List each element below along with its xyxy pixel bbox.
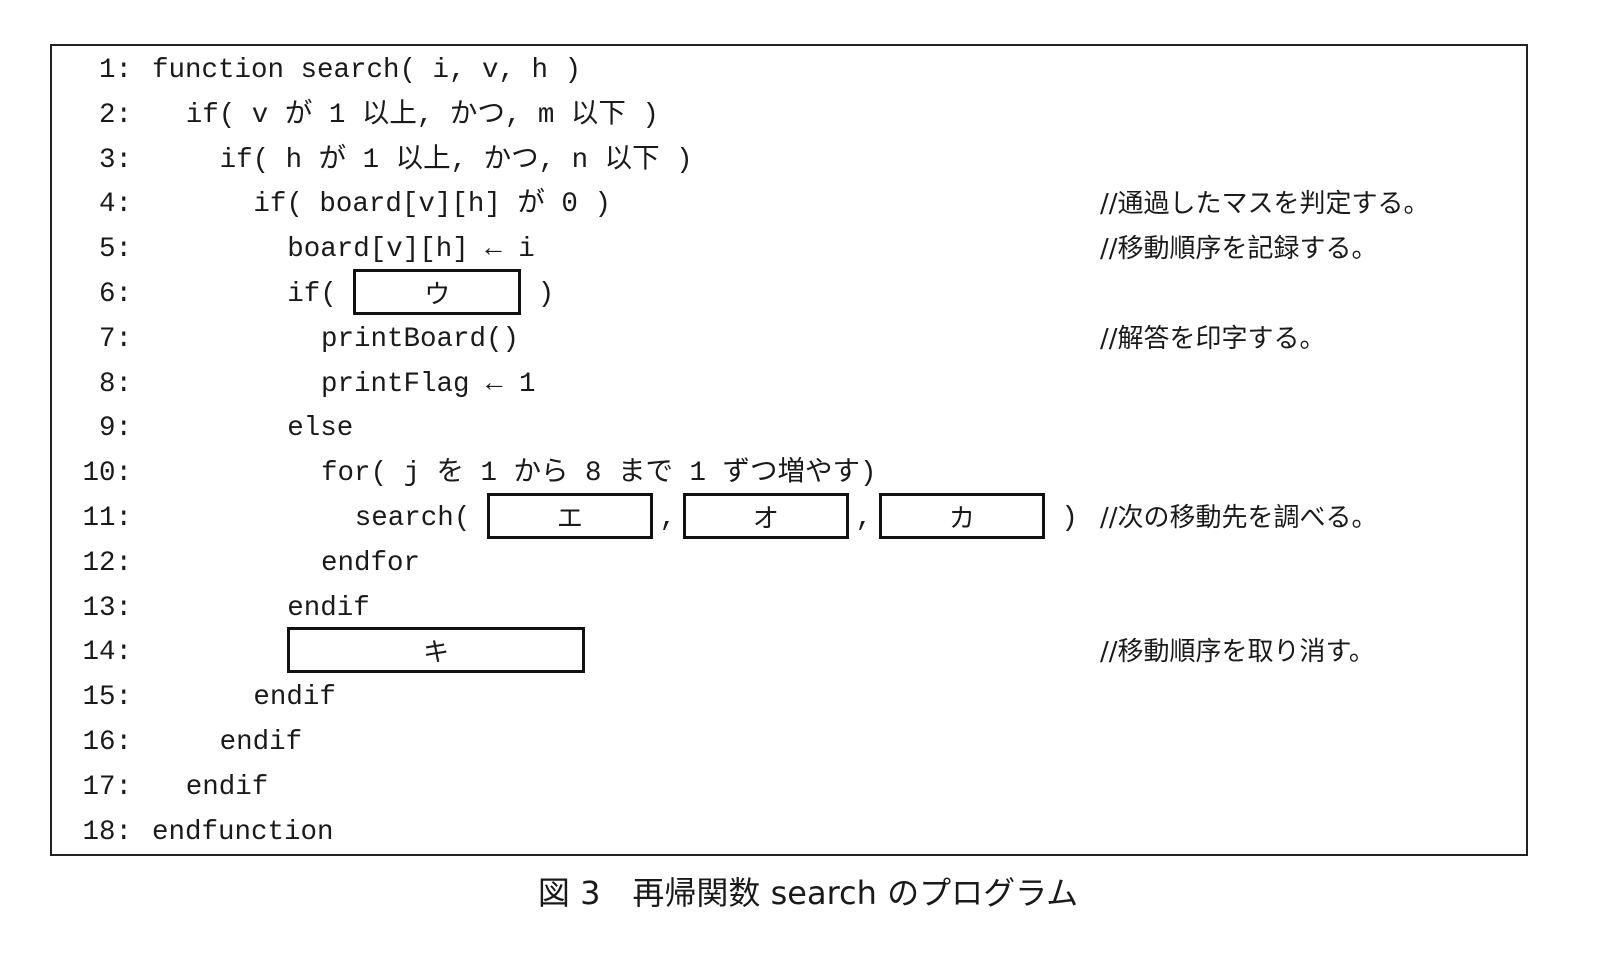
code-segment: printFlag ← 1 [321,368,536,400]
code-text: endfor [321,541,420,586]
code-segment: endif [253,682,336,714]
code-segment: endfor [321,547,421,579]
separator: , [659,503,677,534]
line-number: 15: [82,682,132,714]
code-text: キ [287,627,586,675]
code-segment: else [287,413,354,445]
code-text: for( j を 1 から 8 まで 1 ずつ増やす) [321,451,877,496]
code-segment: board[v][h] ← i [287,234,535,266]
code-segment: ) [521,279,555,310]
code-text: board[v][h] ← i [287,227,535,272]
answer-blank: ウ [353,268,522,315]
figure-caption: 図 3 再帰関数 search のプログラム [537,874,1079,912]
code-segment: printBoard() [321,323,520,355]
line-number: 4: [98,189,132,221]
code-text: function search( i, v, h ) [152,48,581,93]
line-number: 10: [82,458,132,490]
line-number: 16: [82,727,132,758]
line-number: 14: [82,637,132,669]
line-number: 17: [82,771,132,803]
line-number: 18: [82,816,132,848]
line-number: 8: [98,368,132,400]
line-number: 9: [98,413,132,445]
code-text: endif [253,675,336,720]
program-listing-box [50,44,1528,856]
answer-blank: オ [682,492,849,539]
line-number: 1: [98,55,132,86]
code-comment: //移動順序を取り消す。 [1100,637,1375,668]
code-text: endif [186,765,269,810]
code-text: endfunction [152,810,334,855]
code-segment: for( j を 1 から 8 まで 1 ずつ増やす) [321,458,877,490]
code-comment: //移動順序を記録する。 [1100,234,1378,265]
code-segment: endif [219,727,303,758]
code-segment: if( board[v][h] が 0 ) [253,189,611,221]
code-text: endif [220,720,303,765]
code-segment: if( [287,279,354,310]
code-text: if( h が 1 以上, かつ, n 以下 ) [220,138,693,183]
code-text: if( board[v][h] が 0 ) [253,182,611,227]
code-segment: function search( i, v, h ) [152,55,582,86]
line-number: 13: [82,592,132,624]
line-number: 3: [98,144,132,176]
code-text: endif [287,586,370,631]
answer-blank: カ [878,492,1045,539]
code-segment: endif [287,592,370,624]
separator: , [855,503,873,534]
code-comment: //次の移動先を調べる。 [1100,503,1378,533]
code-segment: endfunction [152,816,334,848]
code-text: printFlag ← 1 [321,362,536,407]
answer-blank: エ [486,492,653,539]
line-number: 5: [98,234,132,266]
code-segment: search( [354,503,487,534]
line-number: 11: [82,503,132,534]
code-segment: ) [1044,503,1078,534]
code-text: search( エ,オ,カ ) [354,492,1078,541]
code-comment: //通過したマスを判定する。 [1100,189,1430,220]
code-segment: if( v が 1 以上, かつ, m 以下 ) [185,99,659,131]
code-segment: endif [185,771,269,803]
code-text: else [287,406,353,451]
line-number: 12: [82,547,132,579]
code-text: if( ウ ) [287,268,555,317]
line-number: 2: [98,99,132,131]
line-number: 6: [98,279,132,310]
code-comment: //解答を印字する。 [1100,323,1326,354]
line-number: 7: [98,323,132,355]
code-text: if( v が 1 以上, かつ, m 以下 ) [186,93,659,138]
answer-blank: キ [287,627,586,674]
code-segment: if( h が 1 以上, かつ, n 以下 ) [219,144,693,176]
code-text: printBoard() [321,317,519,362]
